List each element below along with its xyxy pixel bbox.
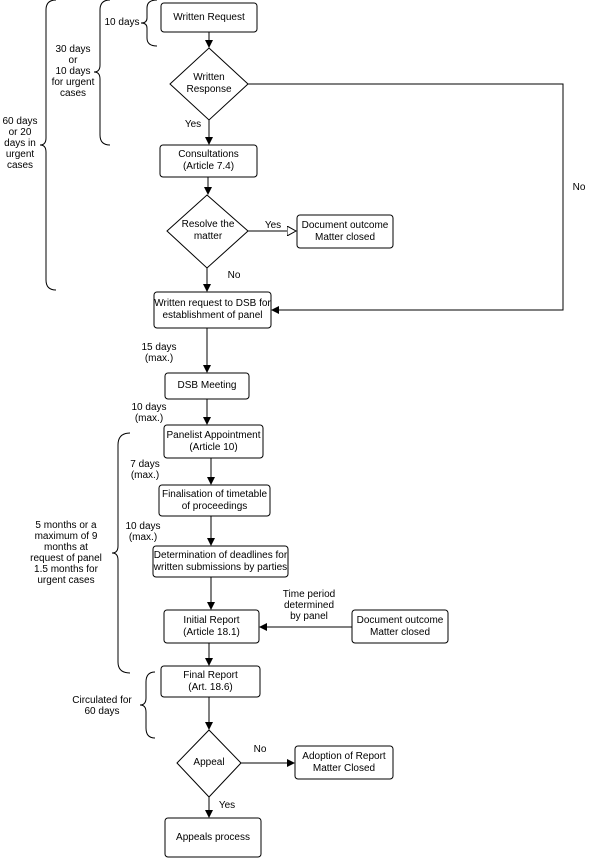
dsb-meeting-box [164, 372, 250, 400]
no-label-resolve: No [227, 270, 241, 281]
brace-30-days [93, 0, 111, 146]
bracket-60-days-label: 60 days or 20 days in urgent cases [2, 116, 38, 171]
written-request-box [160, 2, 258, 33]
document-outcome-box-2 [351, 609, 449, 644]
yes-label-response: Yes [184, 119, 202, 130]
finalisation-box [158, 484, 271, 517]
no-label-appeal: No [253, 744, 267, 755]
consultations-box [159, 144, 258, 178]
written-response-diamond [169, 47, 249, 121]
edge-response-no [248, 83, 564, 314]
bracket-30-days-label: 30 days or 10 days for urgent cases [51, 44, 95, 99]
days-10b-label: 10 days (max.) [125, 521, 161, 543]
brace-10-days [140, 0, 158, 47]
panelist-appointment-box [163, 424, 264, 459]
initial-report-box [163, 609, 260, 644]
days-7-label: 7 days (max.) [130, 459, 160, 481]
request-dsb-box [153, 291, 272, 329]
final-report-box [160, 665, 261, 698]
yes-label-resolve: Yes [264, 220, 282, 231]
no-label-response: No [572, 182, 586, 193]
brace-5-months [111, 432, 131, 674]
adoption-box [294, 745, 394, 780]
appeals-process-box [164, 817, 262, 858]
document-outcome-box-1 [296, 214, 394, 249]
bracket-10-days-label: 10 days [104, 17, 140, 28]
bracket-circulated-label: Circulated for 60 days [72, 695, 132, 717]
bracket-5-months-label: 5 months or a maximum of 9 months at req… [30, 520, 102, 586]
yes-label-appeal: Yes [218, 800, 236, 811]
determination-box [152, 545, 289, 578]
resolve-matter-diamond [166, 194, 249, 269]
days-10a-label: 10 days (max.) [131, 402, 167, 424]
time-period-label: Time period determined by panel [282, 589, 336, 622]
brace-60-days [39, 0, 57, 291]
days-15-label: 15 days (max.) [141, 342, 177, 364]
appeal-diamond [176, 729, 242, 798]
brace-circulated [139, 671, 156, 739]
